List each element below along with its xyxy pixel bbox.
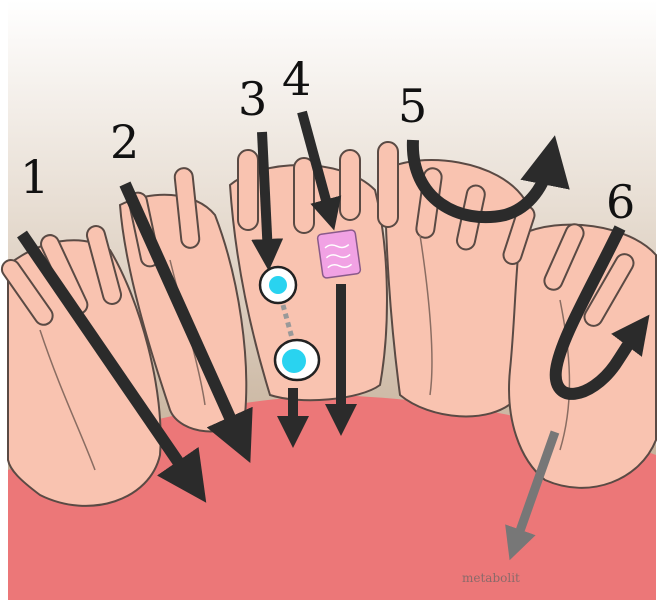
endocytic-vesicle-top xyxy=(260,267,296,303)
pathway-5-label: 5 xyxy=(398,79,427,133)
metabolite-label: metabolit xyxy=(462,571,520,585)
pathway-3-arrow xyxy=(262,132,268,255)
pathway-4-label: 4 xyxy=(282,52,311,106)
pathway-1-label: 1 xyxy=(20,150,49,204)
pathway-2-label: 2 xyxy=(110,115,139,169)
pathway-6-label: 6 xyxy=(606,175,635,229)
endocytic-vesicle-bottom xyxy=(275,340,319,380)
pathway-3-label: 3 xyxy=(238,72,267,126)
membrane-transporter xyxy=(317,230,361,279)
